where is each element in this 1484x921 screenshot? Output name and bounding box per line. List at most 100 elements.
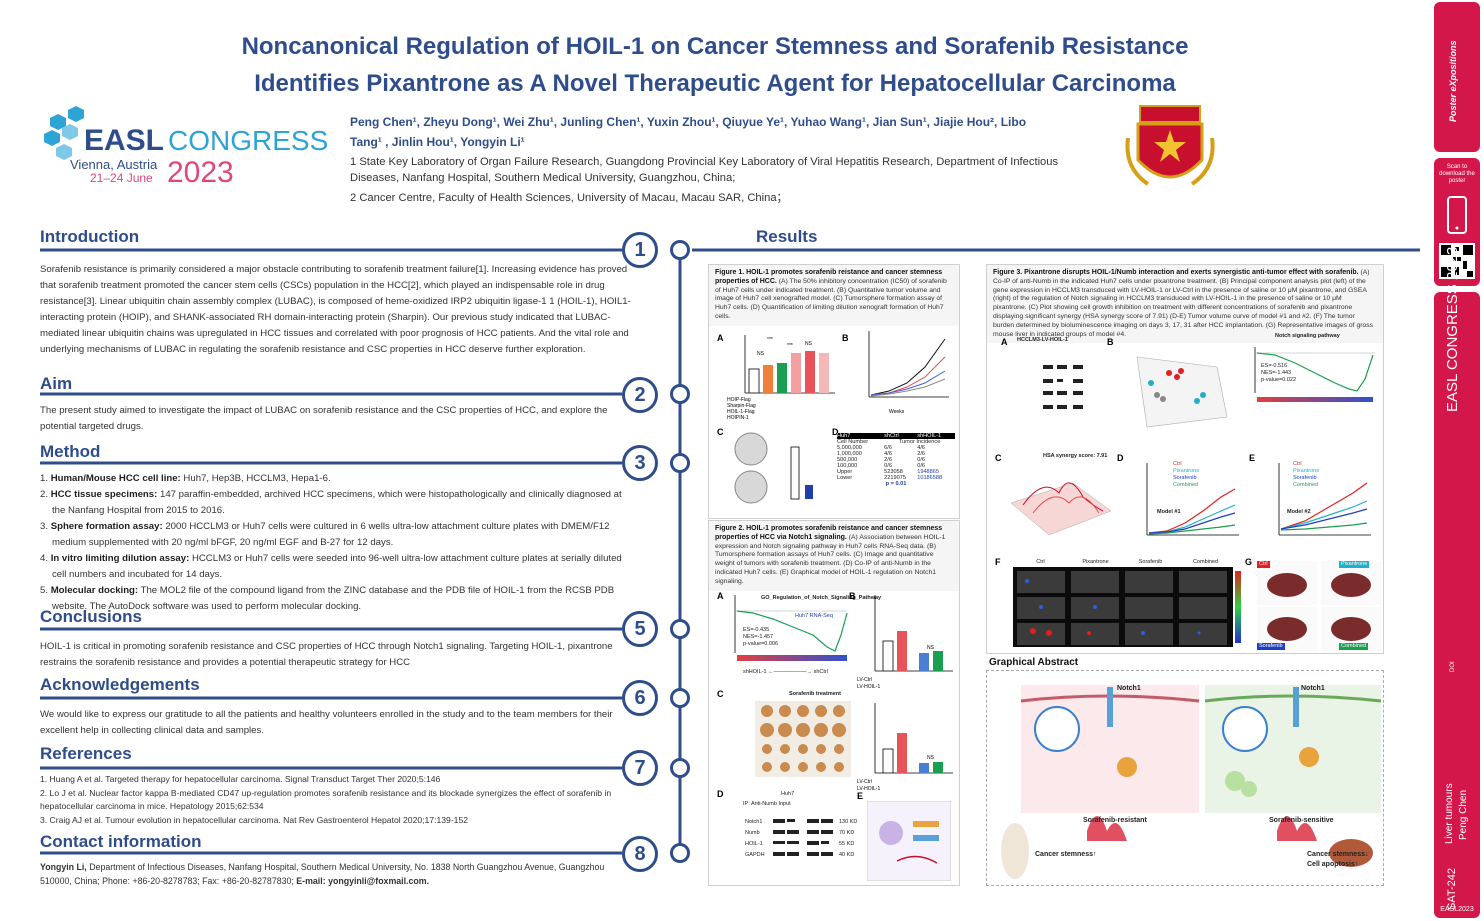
qr-code-icon[interactable] — [1439, 243, 1475, 279]
sidebar-info: EASL CONGRESS 2023 DOI Liver tumours Pen… — [1434, 247, 1480, 918]
gsea-title: GO_Regulation_of_Notch_Signaling_Pathway — [761, 595, 882, 601]
svg-text:NS: NS — [927, 755, 935, 761]
title-line-2: Identifies Pixantrone as A Novel Therape… — [254, 70, 1176, 97]
contact-email[interactable]: E-mail: yongyinli@foxmail.com. — [296, 876, 430, 886]
method-item: 5. Molecular docking: The MOL2 file of t… — [40, 585, 615, 612]
ga-right-label: Sorafenib-sensitive — [1269, 817, 1334, 824]
easl-congress-logo: EASL CONGRESS Vienna, Austria 21–24 June… — [40, 106, 330, 189]
timeline-node — [670, 843, 690, 863]
logo-city: Vienna, Austria — [70, 157, 158, 172]
method-item: 4. In vitro limiting dilution assay: HCC… — [40, 553, 622, 580]
svg-text:HOIPIN-1: HOIPIN-1 — [727, 415, 749, 421]
title-line-1: Noncanonical Regulation of HOIL-1 on Can… — [241, 33, 1189, 60]
reference-item: 3. Craig AJ et al. Tumour evolution in h… — [40, 815, 469, 825]
scan-text: Scan to download the poster — [1439, 164, 1475, 184]
sidebar-author: Peng Chen — [1458, 789, 1469, 840]
figure-2-graphical-model — [867, 801, 951, 881]
timeline-node — [670, 384, 690, 404]
svg-text:HOIL-1-Flag: HOIL-1-Flag — [727, 409, 755, 415]
logo-dates: 21–24 June — [90, 171, 153, 185]
section-number-7: 7 — [622, 750, 658, 786]
reference-item: 1. Huang A et al. Targeted therapy for h… — [40, 774, 441, 784]
figure-1-sphere-images — [734, 432, 813, 504]
liver-label-pixantrone: Pixantrone — [1339, 561, 1370, 568]
authors-line-1: Peng Chen¹, Zheyu Dong¹, Wei Zhu¹, Junli… — [350, 115, 1027, 129]
svg-text:***: *** — [767, 337, 773, 343]
references-title: References — [40, 744, 132, 763]
ga-left-label: Sorafenib-resistant — [1083, 817, 1147, 824]
results-title: Results — [756, 227, 818, 246]
contact-title: Contact information — [40, 832, 202, 851]
figure-2-western-blot — [773, 819, 833, 856]
sidebar-footer: EASL2023 — [1440, 906, 1474, 913]
timeline-node — [670, 619, 690, 639]
ga-notch-left: Notch1 — [1117, 685, 1141, 692]
sorafenib-treatment-title: Sorafenib treatment — [789, 691, 841, 697]
liver-label-ctrl: Ctrl — [1257, 561, 1270, 568]
sidebar-poster-badge: Poster eXpositions — [1434, 2, 1480, 152]
figure-1: Figure 1. HOIL-1 promotes sorafenib reis… — [708, 264, 960, 519]
sidebar-congress: EASL CONGRESS 2023 — [1444, 246, 1461, 412]
poster-title: Noncanonical Regulation of HOIL-1 on Can… — [150, 28, 1280, 102]
notch-title: Notch signaling pathway — [1275, 333, 1340, 339]
contact-name: Yongyin Li, — [40, 862, 87, 872]
method-title: Method — [40, 442, 101, 461]
section-number-2: 2 — [622, 377, 658, 413]
wb-title: Huh7 — [781, 791, 795, 797]
figure-3-model2-curve — [1278, 463, 1371, 536]
gsea-subtitle: Huh7 RNA-Seq — [795, 613, 833, 619]
figure-3: Figure 3. Pixantrone disrupts HOIL-1/Num… — [986, 264, 1384, 654]
svg-text:Sharpin-Flag: Sharpin-Flag — [727, 403, 756, 409]
svg-text:LV-Ctrl: LV-Ctrl — [857, 779, 872, 785]
model2-label: Model #2 — [1287, 509, 1311, 515]
acknowledgements-title: Acknowledgements — [40, 675, 200, 694]
authors-line-2: Tang¹ , Jinlin Hou¹, Yongyin Li¹ — [350, 135, 525, 149]
affiliation-1: 1 State Key Laboratory of Organ Failure … — [350, 156, 1059, 184]
liver-label-combined: Combined — [1339, 643, 1369, 650]
figure-3-caption: Figure 3. Pixantrone disrupts HOIL-1/Num… — [987, 265, 1383, 344]
section-number-3: 3 — [622, 445, 658, 481]
section-number-8: 8 — [622, 836, 658, 872]
figure-2: Figure 2. HOIL-1 promotes sorafenib reis… — [708, 520, 960, 886]
conclusions-title: Conclusions — [40, 607, 143, 626]
svg-text:HOIP-Flag: HOIP-Flag — [727, 397, 751, 403]
figure-3-pca-plot — [1136, 356, 1228, 428]
gsea-axis: shHOIL-1 ←——————→ shCtrl — [743, 669, 828, 675]
svg-text:***: *** — [787, 343, 793, 349]
introduction-title: Introduction — [40, 227, 140, 246]
phone-icon — [1447, 196, 1467, 234]
aim-text: The present study aimed to investigate t… — [40, 405, 608, 432]
references-list: 1. Huang A et al. Targeted therapy for h… — [40, 773, 632, 828]
method-list: 1. Human/Mouse HCC cell line: Huh7, Hep3… — [40, 471, 632, 615]
aim-title: Aim — [40, 374, 73, 393]
ga-right-foot-2: Cell apoptosis↑ — [1307, 861, 1359, 868]
graphical-abstract-illustration — [1001, 685, 1382, 879]
timeline-node — [670, 688, 690, 708]
figure-3-model1-curve — [1146, 463, 1239, 536]
figure-3-synergy-surface — [1010, 482, 1112, 536]
svg-text:Weeks: Weeks — [889, 409, 905, 415]
figure-3-liver-images — [1257, 561, 1381, 651]
wb-ip: IP: Anti-Numb Input — [743, 801, 791, 807]
svg-text:NS: NS — [927, 645, 935, 651]
university-emblem — [1120, 98, 1220, 198]
figure-3-notch-gsea — [1254, 347, 1375, 402]
svg-text:LV-HOIL-1: LV-HOIL-1 — [857, 786, 880, 792]
logo-year: 2023 — [167, 156, 234, 186]
sidebar-download[interactable]: Scan to download the poster — [1434, 158, 1480, 286]
sidebar-doi: DOI — [1450, 661, 1456, 672]
conclusions-text: HOIL-1 is critical in promoting sorafeni… — [40, 641, 613, 668]
section-number-5: 5 — [622, 611, 658, 647]
method-item: 3. Sphere formation assay: 2000 HCCLM3 o… — [40, 521, 610, 548]
coip-title: HCCLM3-LV-HOIL-1 — [1017, 337, 1068, 343]
